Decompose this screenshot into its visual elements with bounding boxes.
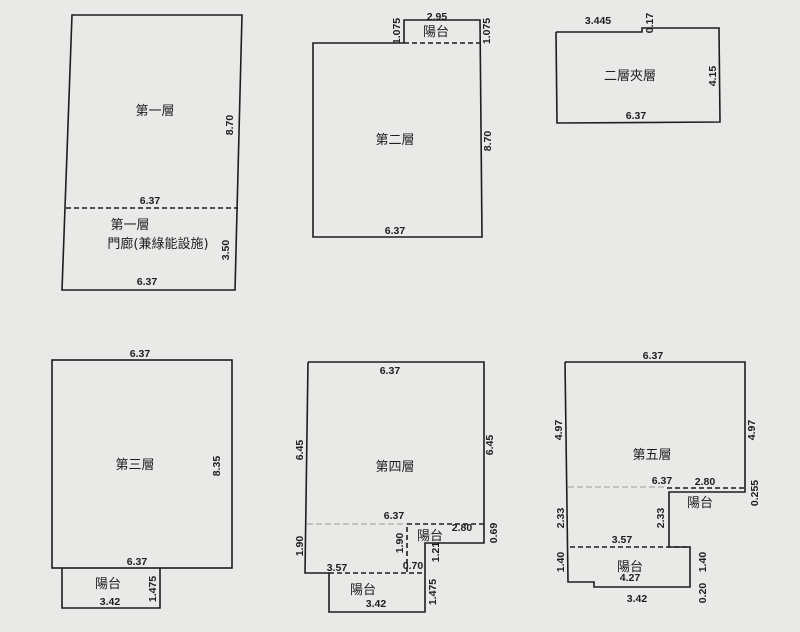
floor3-balcony-width: 3.42	[100, 596, 121, 608]
floor3-height: 8.35	[211, 456, 223, 477]
floor5-plan: 6.37 4.97 第五層 4.97 6.37 2.80 陽台 0.255 2.…	[553, 350, 761, 605]
floor5-step: 0.20	[697, 583, 709, 604]
porch-label-1: 第一層	[110, 218, 149, 233]
floor4-balcony1-width: 2.80	[452, 522, 473, 534]
floor2-height: 8.70	[482, 131, 494, 152]
floor3-label: 第三層	[115, 458, 154, 473]
mezzanine-height: 4.15	[707, 66, 719, 87]
floor3-balcony-label: 陽台	[95, 577, 121, 592]
floor2-plan: 2.95 陽台 1.075 1.075 第二層 8.70 6.37	[312, 11, 494, 238]
floor3-balcony-outline	[61, 568, 161, 609]
floor2-balcony-width: 2.95	[427, 11, 448, 23]
floor4-offset: 0.70	[403, 560, 424, 572]
floor5-width-top: 6.37	[643, 350, 664, 362]
floor4-height-right: 6.45	[484, 435, 496, 456]
mezzanine-outline	[555, 27, 721, 124]
mezzanine-plan: 3.445 0.17 二層夾層 4.15 6.37	[555, 13, 721, 124]
floor2-balcony-depth-right: 1.075	[481, 18, 493, 44]
floor5-inner-mid: 2.33	[655, 508, 667, 529]
floor5-balcony1-depth: 0.255	[749, 480, 761, 506]
floor5-width-lower: 3.57	[612, 534, 633, 546]
floor4-inner-lower: 1.90	[394, 533, 406, 554]
floor5-label: 第五層	[632, 448, 671, 463]
floor1-label: 第一層	[135, 104, 174, 119]
floor5-height-right: 4.97	[746, 420, 758, 441]
floor1-plan: 第一層 8.70 6.37 第一層 門廊(兼綠能設施) 3.50 6.37	[61, 14, 243, 291]
floor4-balcony1-label: 陽台	[417, 529, 443, 544]
mezzanine-label: 二層夾層	[604, 69, 656, 84]
floor4-width-mid: 6.37	[384, 510, 405, 522]
floor3-width-bottom: 6.37	[127, 556, 148, 568]
floor5-balcony2-width: 4.27	[620, 572, 641, 584]
floor5-width-bottom: 3.42	[627, 593, 648, 605]
floor4-height-left: 6.45	[294, 440, 306, 461]
floor1-outline	[61, 14, 243, 291]
floor5-left-mid: 2.33	[555, 508, 567, 529]
floor5-height-left: 4.97	[553, 420, 565, 441]
floor4-balcony2-label: 陽台	[350, 583, 376, 598]
floor4-balcony1-divider	[406, 523, 484, 573]
floor5-width-mid: 6.37	[652, 475, 673, 487]
mezzanine-width-bottom: 6.37	[626, 110, 647, 122]
floor1-width-mid: 6.37	[140, 195, 161, 207]
floor1-width-bottom: 6.37	[137, 276, 158, 288]
floor4-inner-right: 1.21	[430, 542, 442, 563]
floor5-balcony2-depth-right: 1.40	[697, 552, 709, 573]
floor4-left-lower: 1.90	[294, 536, 306, 557]
mezzanine-width-top: 3.445	[585, 15, 611, 27]
floor2-label: 第二層	[375, 133, 414, 148]
floor2-outline	[312, 19, 483, 238]
floor4-balcony2-depth: 1.475	[427, 579, 439, 605]
floor5-balcony2-label: 陽台	[617, 560, 643, 575]
floor4-width-top: 6.37	[380, 365, 401, 377]
floor4-label: 第四層	[375, 460, 414, 475]
floor5-balcony2-depth-left: 1.40	[555, 552, 567, 573]
porch-depth: 3.50	[220, 240, 232, 261]
porch-label-2: 門廊(兼綠能設施)	[107, 236, 208, 252]
floor4-balcony2-width: 3.42	[366, 598, 387, 610]
floor4-width-lower: 3.57	[327, 562, 348, 574]
floor5-balcony1-label: 陽台	[687, 496, 713, 511]
floor3-outline	[51, 359, 233, 569]
floor3-width-top: 6.37	[130, 348, 151, 360]
floor2-balcony-label: 陽台	[423, 25, 449, 40]
floor2-width-bottom: 6.37	[385, 225, 406, 237]
floor5-outline	[564, 361, 746, 588]
floor5-balcony1-width: 2.80	[695, 476, 716, 488]
floor4-balcony1-depth: 0.69	[488, 523, 500, 544]
mezzanine-step: 0.17	[644, 13, 656, 34]
floor2-balcony-depth-left: 1.075	[391, 18, 403, 44]
floor3-balcony-depth: 1.475	[147, 576, 159, 602]
floor4-plan: 6.37 6.45 第四層 6.45 6.37 2.80 陽台 0.69 1.9…	[294, 361, 500, 613]
floor1-height: 8.70	[224, 115, 236, 136]
floor4-outline	[304, 361, 485, 613]
floor3-plan: 6.37 第三層 8.35 6.37 陽台 3.42 1.475	[51, 348, 233, 609]
